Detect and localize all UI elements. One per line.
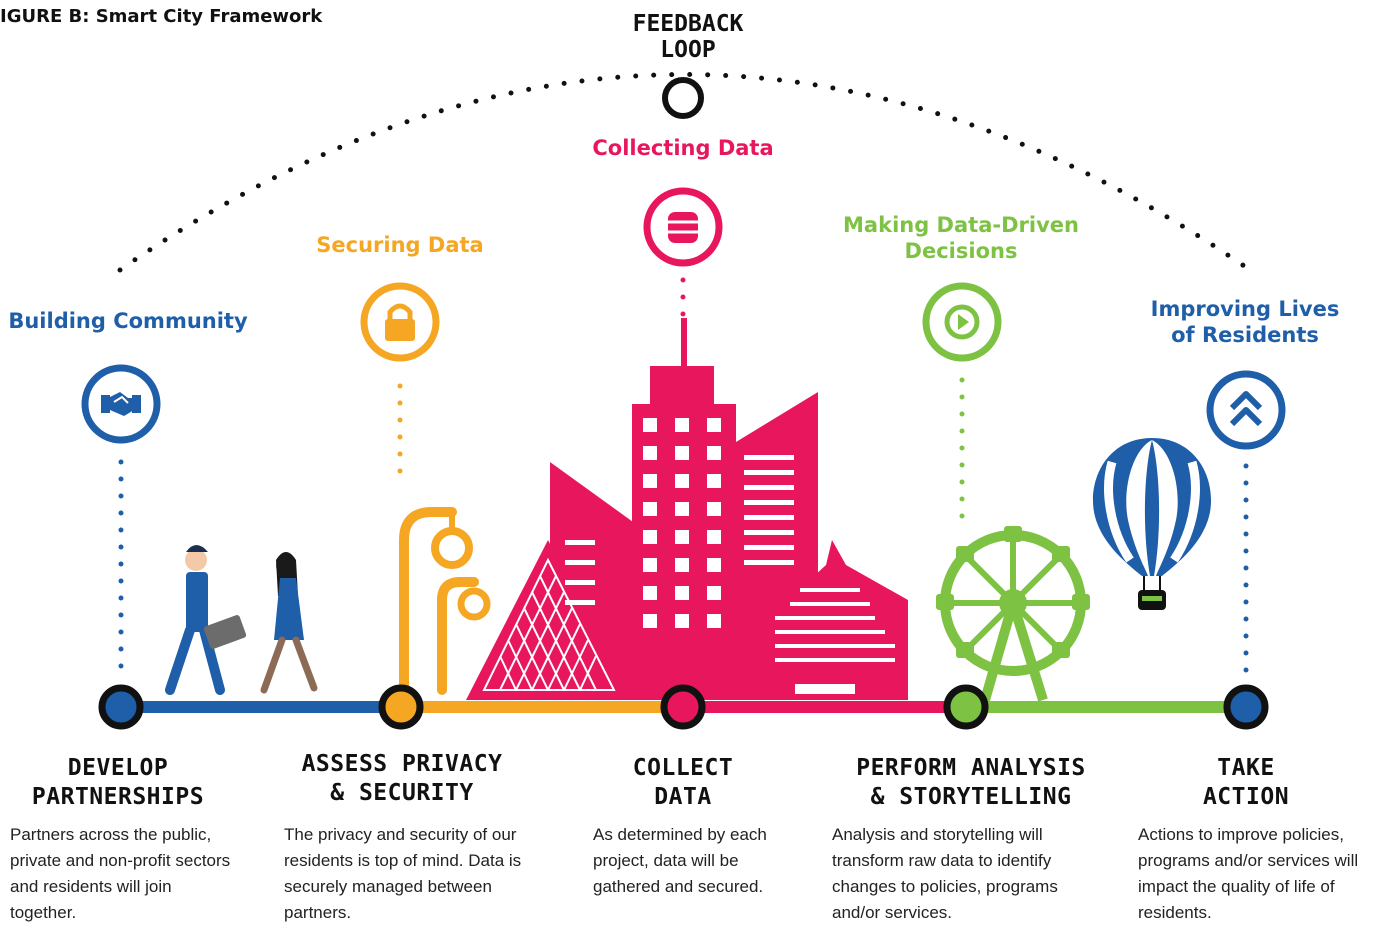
city-windows [565,418,895,694]
figure-title: IGURE B: Smart City Framework [0,6,323,27]
handshake-icon [81,364,161,444]
step-title-collect-data: COLLECT DATA [632,755,734,810]
step-desc-collect-data: As determined by each project, data will… [593,825,767,896]
node-collect [660,684,706,730]
node-develop [98,684,144,730]
double-chevron-up-icon [1206,370,1286,450]
phase-label-improving-lives: Improving Lives of Residents [1150,297,1340,347]
database-icon [643,187,723,267]
step-desc-develop-partnerships: Partners across the public, private and … [10,825,231,922]
walking-people [165,545,318,695]
play-icon [922,282,1002,362]
feedback-loop-label: FEEDBACK LOOP [632,11,744,63]
node-perform [943,684,989,730]
ferris-cabins [936,526,1090,658]
pyramid-lattice [482,557,616,691]
node-assess [378,684,424,730]
step-title-develop-partnerships: DEVELOP PARTNERSHIPS [31,755,205,810]
phase-label-collecting-data: Collecting Data [592,136,774,160]
phase-label-securing-data: Securing Data [316,233,484,257]
step-desc-assess-privacy: The privacy and security of our resident… [284,825,522,922]
phase-label-building-community: Building Community [8,309,248,333]
hot-air-balloon [1092,438,1212,610]
step-title-assess-privacy: ASSESS PRIVACY & SECURITY [301,751,503,806]
step-desc-take-action: Actions to improve policies, programs an… [1138,825,1359,922]
step-desc-perform-analysis: Analysis and storytelling will transform… [832,825,1058,922]
lock-icon [360,282,440,362]
phase-label-making-decisions: Making Data-Driven Decisions [843,213,1079,263]
street-lamps [399,507,491,695]
node-take-action [1223,684,1269,730]
feedback-loop-node [662,77,704,119]
step-title-take-action: TAKE ACTION [1202,755,1290,810]
step-title-perform-analysis: PERFORM ANALYSIS & STORYTELLING [856,755,1086,810]
